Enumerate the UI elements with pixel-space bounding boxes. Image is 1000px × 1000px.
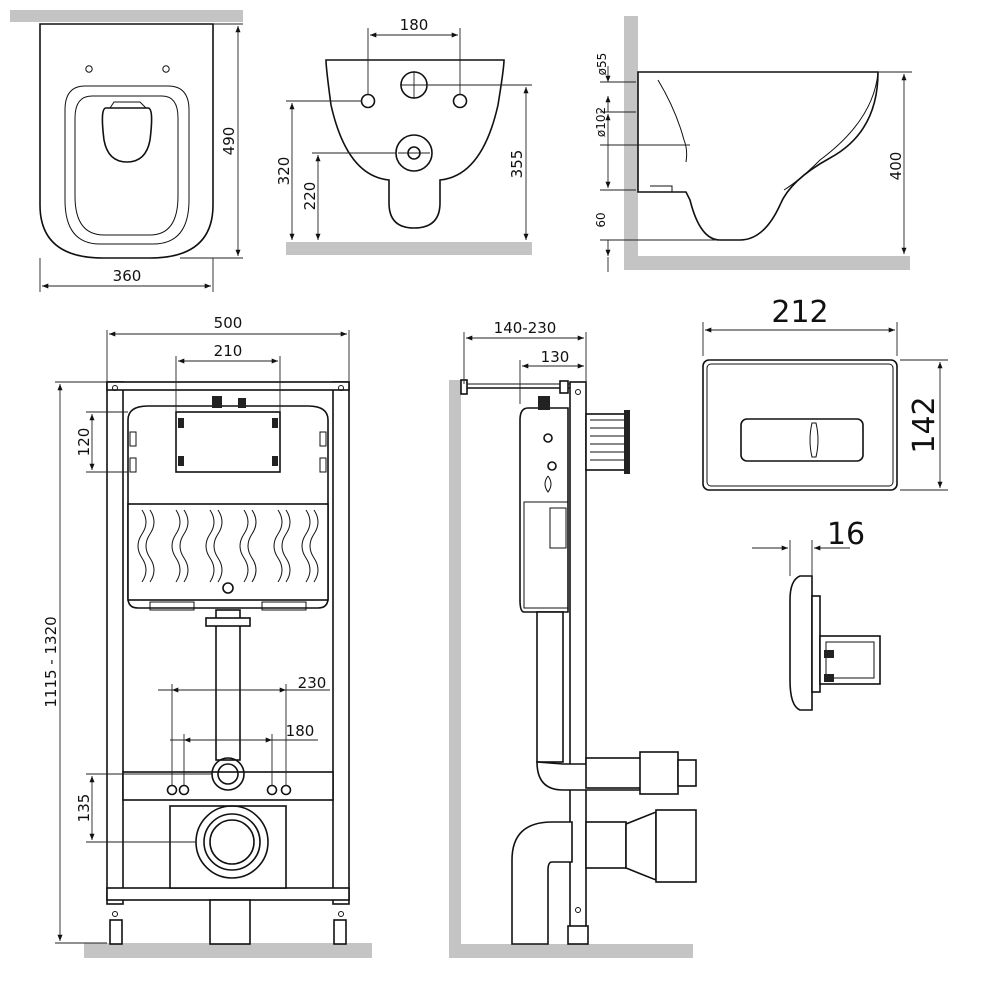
- bowl-side-view: ø55 ø102 60 400: [594, 16, 912, 272]
- stud-outer-right: [280, 784, 292, 796]
- frame-width-500-label: 500: [214, 314, 243, 332]
- rim-contour: [783, 71, 879, 191]
- drain-bracket: [169, 805, 287, 889]
- bowl-top-view: 490 360: [10, 10, 243, 292]
- foot-left: [109, 919, 123, 945]
- width-360-label: 360: [113, 267, 142, 285]
- wall-strip: [10, 10, 243, 22]
- bowl-side-outline: [637, 71, 879, 241]
- depth-130-label: 130: [541, 348, 570, 366]
- key-divider: [809, 422, 819, 458]
- frame-front-view: 500 210 1115 - 1320 120 135 230 180: [42, 314, 372, 958]
- fixing-hole-right: [162, 65, 170, 73]
- foot-side: [567, 925, 589, 945]
- button-connector: [585, 413, 627, 471]
- cistern-side: [519, 407, 569, 613]
- seat-inner: [74, 95, 179, 236]
- cistern-service-opening: [175, 411, 281, 473]
- drain-coupling: [655, 809, 697, 883]
- bowl-opening: [101, 107, 153, 163]
- fixing-hole-left: [360, 93, 376, 109]
- wall-strip: [449, 380, 461, 958]
- bowl-rear-view: 180 320 220 355: [275, 16, 532, 255]
- frame-height-label: 1115 - 1320: [42, 616, 60, 707]
- seat-bracket: [650, 185, 673, 192]
- cistern-width-210-label: 210: [214, 342, 243, 360]
- floor-strip: [84, 943, 372, 958]
- fixing-hole-right: [452, 93, 468, 109]
- button-height-142-label: 142: [907, 396, 942, 453]
- floor-strip: [624, 256, 910, 270]
- height-355-label: 355: [508, 150, 526, 179]
- drain-sleeve: [585, 821, 627, 869]
- rim-detail: [109, 101, 147, 109]
- flush-pipe-side: [536, 611, 564, 763]
- floor-strip: [449, 944, 693, 958]
- height-320-label: 320: [275, 157, 293, 186]
- frame-top-rail: [106, 381, 350, 391]
- thickness-16-label: 16: [827, 517, 865, 552]
- height-220-label: 220: [301, 182, 319, 211]
- bowl-outline: [39, 23, 214, 259]
- dia-102-label: ø102: [594, 107, 608, 137]
- depth-range-label: 140-230: [494, 319, 557, 337]
- water-inlet-valve: [212, 396, 222, 408]
- frame-post-right: [332, 381, 350, 905]
- flush-key[interactable]: [740, 418, 864, 462]
- wall-strip: [624, 16, 638, 270]
- outlet-135-label: 135: [75, 794, 93, 823]
- offset-120-label: 120: [75, 428, 93, 457]
- dia-55-label: ø55: [595, 53, 609, 76]
- stud-inner-right: [266, 784, 278, 796]
- button-width-212-label: 212: [771, 295, 828, 330]
- frame-bottom-rail: [106, 887, 350, 901]
- height-400-label: 400: [887, 152, 905, 181]
- clearance-60-label: 60: [594, 212, 608, 227]
- fixing-hole-left: [85, 65, 93, 73]
- frame-post-left: [106, 381, 124, 905]
- hole-spacing-180-label: 180: [400, 16, 429, 34]
- button-plate-side: [789, 575, 813, 711]
- drain-stub: [209, 899, 251, 945]
- foot-right: [333, 919, 347, 945]
- depth-490-label: 490: [220, 127, 238, 156]
- flush-button-side-view: 16: [752, 517, 881, 711]
- frame-side-view: 140-230 130: [449, 319, 697, 958]
- flush-button-view: 212 142: [702, 295, 948, 491]
- bowl-rear-outline: [325, 59, 505, 229]
- drain-pipe-side: [511, 821, 573, 945]
- floor-strip: [286, 242, 532, 255]
- flush-pipe: [215, 609, 241, 761]
- frame-mid-rail: [122, 771, 334, 801]
- cistern-lower-panel: [127, 503, 329, 601]
- stud-230-label: 230: [298, 674, 327, 692]
- stud-inner-left: [178, 784, 190, 796]
- seat-outer: [64, 85, 190, 245]
- stud-outer-left: [166, 784, 178, 796]
- stud-180-label: 180: [286, 722, 315, 740]
- inner-contour: [657, 79, 688, 163]
